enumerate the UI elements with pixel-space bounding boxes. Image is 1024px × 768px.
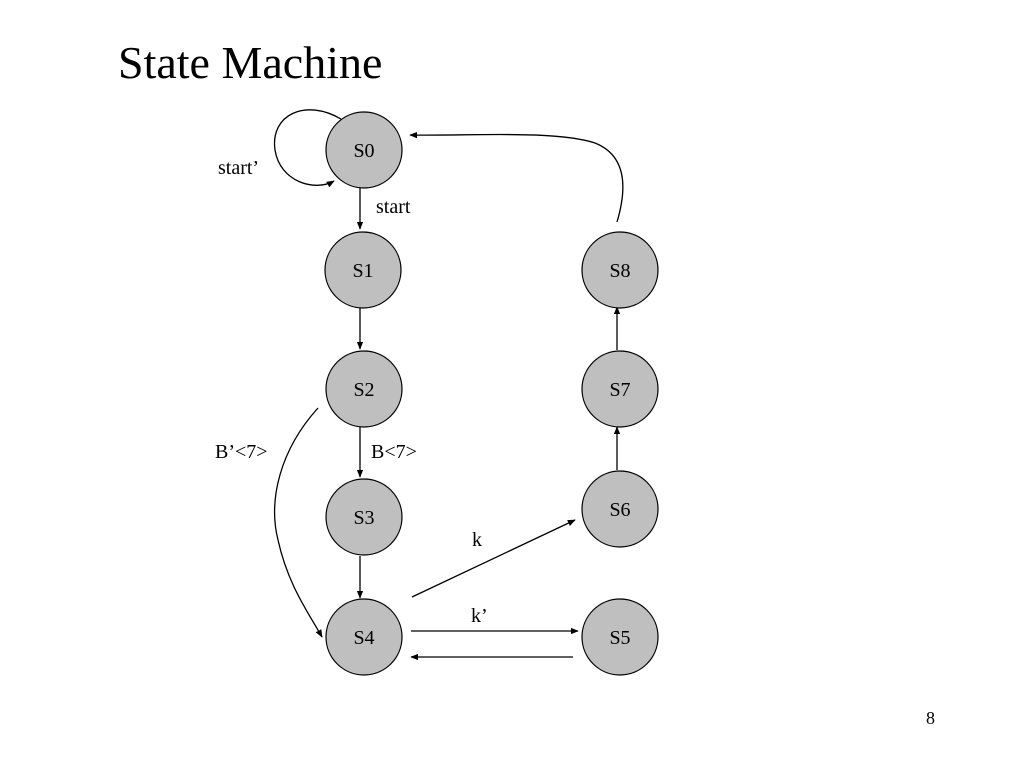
state-s1: S1 — [324, 231, 402, 309]
page-number: 8 — [926, 708, 935, 728]
edge-label-start-prime: start’ — [218, 157, 259, 179]
state-label: S2 — [353, 379, 374, 401]
state-s0: S0 — [325, 111, 403, 189]
state-s3: S3 — [325, 478, 403, 556]
edge-label-b7: B<7> — [371, 441, 417, 463]
edge-label-b-prime-7: B’<7> — [215, 441, 268, 463]
state-s2: S2 — [325, 350, 403, 428]
edge-s2-s4-curve — [273, 407, 323, 638]
edge-label-k-prime: k’ — [471, 605, 488, 627]
state-label: S8 — [609, 260, 630, 282]
state-s8: S8 — [581, 231, 659, 309]
state-label: S1 — [352, 260, 373, 282]
state-label: S6 — [609, 499, 630, 521]
state-label: S3 — [353, 507, 374, 529]
state-s5: S5 — [581, 598, 659, 676]
slide-title: State Machine — [118, 37, 383, 88]
edge-label-k: k — [472, 529, 482, 551]
state-s4: S4 — [325, 598, 403, 676]
state-s6: S6 — [581, 470, 659, 548]
state-label: S0 — [353, 140, 374, 162]
edge-s8-s0-curve — [409, 131, 624, 223]
state-label: S7 — [609, 379, 630, 401]
edge-s0-self-loop — [273, 109, 342, 188]
state-label: S4 — [353, 627, 374, 649]
state-s7: S7 — [581, 350, 659, 428]
state-label: S5 — [609, 627, 630, 649]
edge-label-start: start — [376, 196, 411, 218]
edge-s4-s6 — [411, 519, 576, 598]
